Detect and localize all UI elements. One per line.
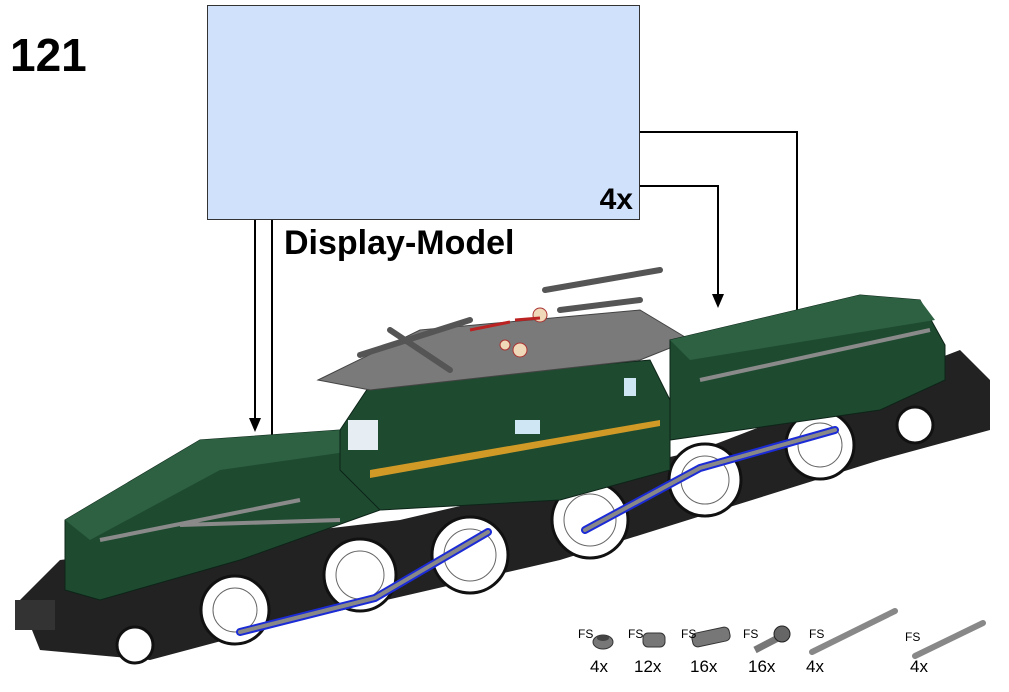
part-qty: 4x xyxy=(910,657,928,676)
callout-quantity: 4x xyxy=(599,183,633,216)
variant-label: Display-Model xyxy=(284,224,515,262)
sub-assembly-callout: 4x xyxy=(207,5,640,220)
part-tag: FS xyxy=(743,627,759,641)
part-qty: 12x xyxy=(634,657,662,676)
step-number: 121 xyxy=(10,29,87,81)
part-tag: FS xyxy=(905,630,921,644)
part-tag: FS xyxy=(578,627,594,641)
part-qty: 4x xyxy=(806,657,824,676)
part-qty: 16x xyxy=(690,657,718,676)
locomotive xyxy=(15,267,990,665)
parts-icons xyxy=(592,608,986,659)
part-tag: FS xyxy=(628,627,644,641)
part-tag: FS xyxy=(809,627,825,641)
part-qty: 16x xyxy=(748,657,776,676)
part-tag: FS xyxy=(681,627,697,641)
part-qty: 4x xyxy=(590,657,608,676)
